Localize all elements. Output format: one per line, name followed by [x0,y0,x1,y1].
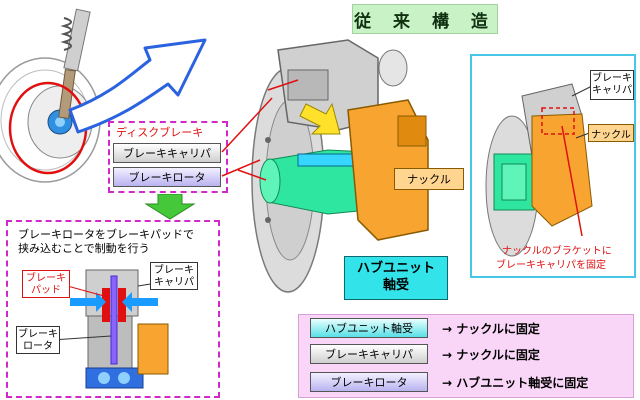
rotor-bolt [265,217,271,223]
right-note-leader [561,125,583,237]
zoom-arrow [68,38,207,134]
inset-caliper-callout: ブレーキ キャリパ [150,262,198,290]
knuckle-label: ナックル [394,168,464,190]
inset-caliper-line1: ブレーキ [154,265,194,276]
inset-caption-line1: ブレーキロータをブレーキパッドで [18,228,194,241]
right-note-line1: ナックルのブラケットに [502,246,612,257]
inset-bearing-ball [98,372,110,384]
coil-spring [60,17,72,51]
inset-caption-line2: 挟み込むことで制動を行う [18,242,150,255]
inset-rotor-line1: ブレーキ [18,329,58,340]
hub-line2: 軸受 [382,278,409,293]
caliper-connector [221,97,273,153]
caliper-label: ブレーキキャリパ [113,143,221,163]
inset-pad-line1: ブレーキ [26,273,66,284]
rotor-label: ブレーキロータ [113,167,221,187]
hub-flange [259,158,281,204]
down-arrow [144,194,196,220]
right-note-line2: ブレーキキャリパを固定 [496,260,606,271]
right-hub-bearing [501,163,527,201]
rotor-leader [51,335,112,341]
right-bracket-highlight [541,107,575,135]
mount-arrow [299,102,341,135]
right-caliper-line1: ブレーキ [592,73,632,84]
legend-hub-label: ハブユニット軸受 [310,318,428,338]
knuckle-bracket [397,115,427,147]
inset-rotor-line2: ロータ [23,341,53,352]
right-hub [493,153,535,211]
inset-knuckle [137,323,169,375]
caliper-piston [378,49,408,87]
inset-section-drawing [51,269,169,389]
rotor-leader-main [237,169,267,181]
hub-unit-label: ハブユニット 軸受 [344,256,448,300]
inset-panel [6,220,220,398]
right-caliper-leader [571,85,593,97]
suspension-sketch [0,8,207,183]
right-caliper-line2: キャリパ [592,85,632,96]
hub-bearing-outer [297,153,359,167]
right-knuckle [531,113,593,227]
rotor-connector [221,159,261,177]
right-caliper-callout: ブレーキ キャリパ [590,70,634,100]
inset-pad-left [102,288,110,322]
right-knuckle-label: ナックル [588,124,634,142]
inset-caliper-line2: キャリパ [154,277,194,288]
disc-brake-heading: ディスクブレーキ [116,126,204,139]
legend-caliper-text: → ナックルに固定 [442,348,540,362]
disc-brake-group [108,121,228,193]
inset-pad-right [118,288,126,322]
down-arrow-shape [144,194,196,220]
hub-line1: ハブユニット [356,261,435,276]
inset-clamp-arrow-right [122,292,158,312]
right-detail-drawing [485,83,593,257]
label-connector-lines [221,97,273,177]
inset-pad-callout: ブレーキ パッド [22,270,70,298]
page-title: 従 来 構 造 [352,4,498,34]
hub-cap [55,117,65,127]
caliper-leader-main [267,79,299,91]
legend-rotor-text: → ハブユニット軸受に固定 [442,376,589,390]
main-exploded-view [237,39,429,293]
inset-rotor [110,275,118,365]
caliper-window [287,69,329,101]
legend-hub-text: → ナックルに固定 [442,322,540,336]
inset-hub [85,367,144,389]
legend-caliper-label: ブレーキキャリパ [310,344,428,364]
inset-bearing-ball [118,372,130,384]
inset-rotor-callout: ブレーキ ロータ [16,326,60,354]
inset-caliper-lower [87,315,133,369]
rotor-bolt [265,137,271,143]
inset-pad-line2: パッド [31,285,61,296]
inset-clamp-arrow-left [70,292,106,312]
legend-rotor-label: ブレーキロータ [310,372,428,392]
